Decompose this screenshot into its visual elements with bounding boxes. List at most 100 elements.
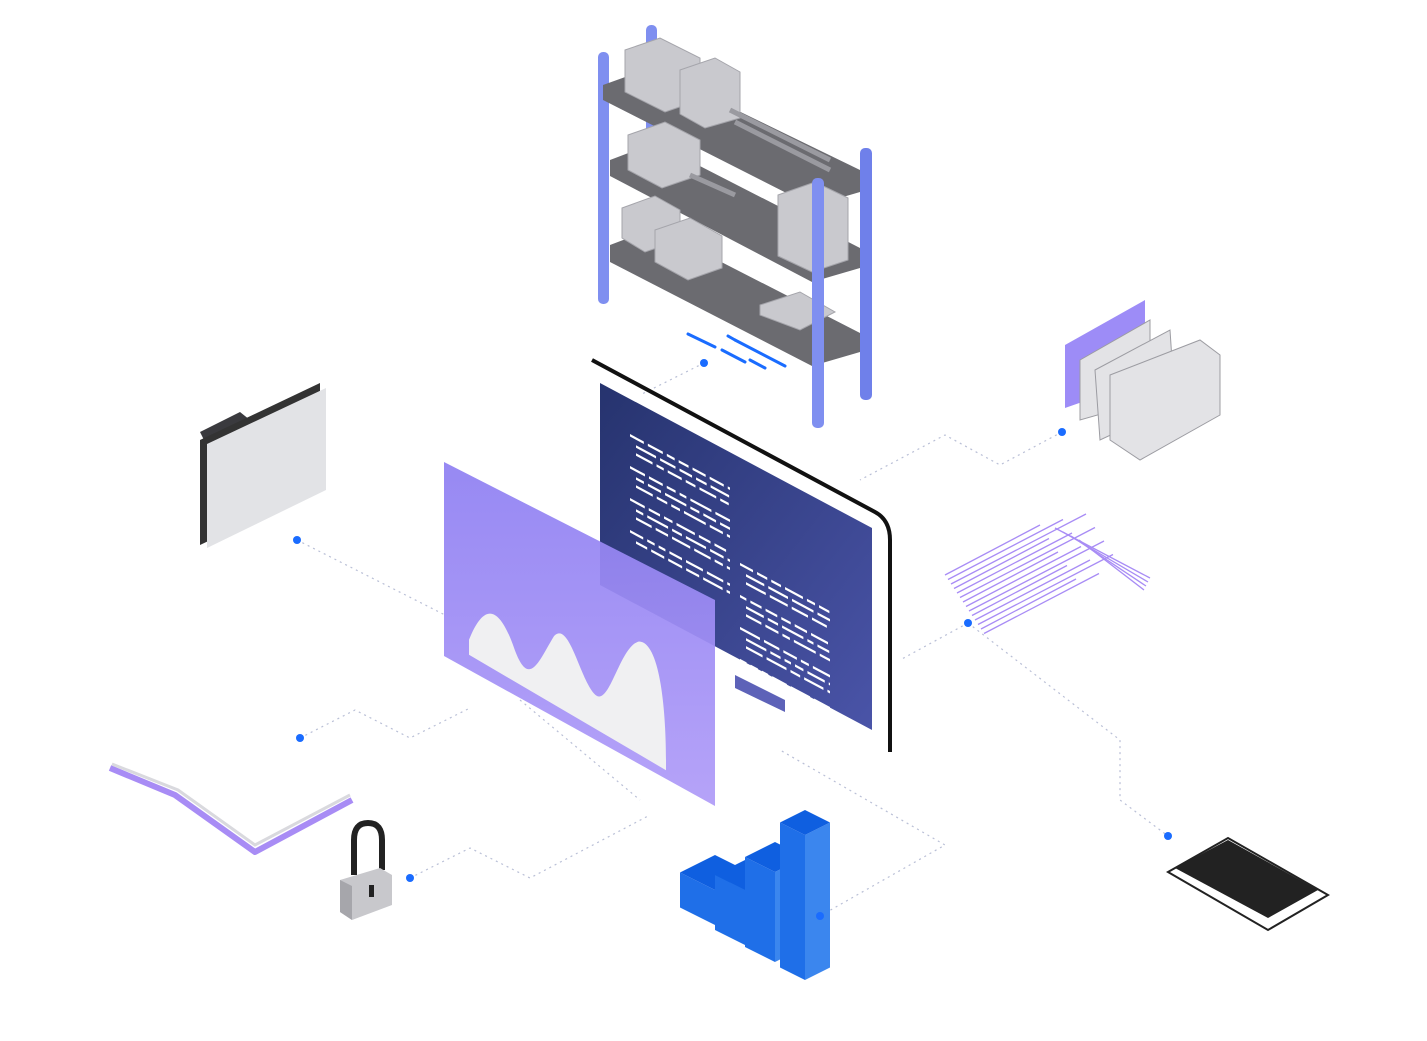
lock-icon bbox=[340, 819, 392, 920]
code-line bbox=[746, 582, 766, 596]
document-line bbox=[983, 572, 1100, 635]
code-line bbox=[812, 665, 830, 678]
code-line bbox=[636, 517, 652, 529]
code-line bbox=[690, 506, 700, 514]
code-line bbox=[686, 560, 703, 572]
code-line bbox=[792, 598, 814, 613]
code-line bbox=[669, 551, 683, 561]
code-line bbox=[636, 509, 644, 516]
code-line bbox=[757, 572, 768, 580]
code-line bbox=[750, 600, 762, 609]
book-icon bbox=[108, 762, 354, 855]
code-line bbox=[709, 476, 724, 487]
code-line bbox=[783, 650, 797, 660]
code-line bbox=[672, 528, 682, 537]
code-line bbox=[746, 646, 763, 658]
chart-panel-icon bbox=[444, 462, 715, 806]
code-line bbox=[767, 617, 779, 626]
code-line bbox=[665, 492, 687, 507]
code-line bbox=[790, 669, 801, 678]
document-icon bbox=[944, 513, 1151, 635]
code-line bbox=[630, 434, 644, 444]
code-line bbox=[811, 617, 827, 628]
code-line bbox=[648, 508, 661, 517]
code-line bbox=[750, 664, 758, 671]
document-line bbox=[959, 526, 1096, 599]
document-line bbox=[965, 545, 1082, 608]
code-line bbox=[763, 639, 780, 651]
code-line bbox=[651, 549, 665, 559]
code-line bbox=[787, 692, 798, 701]
code-line bbox=[710, 548, 724, 559]
code-line bbox=[791, 606, 808, 618]
code-line bbox=[694, 548, 711, 560]
code-line bbox=[648, 476, 663, 487]
code-line bbox=[771, 579, 782, 588]
document-line bbox=[1070, 535, 1147, 587]
code-line bbox=[794, 664, 804, 672]
code-line bbox=[817, 644, 830, 654]
code-line bbox=[782, 633, 790, 641]
code-line bbox=[817, 612, 830, 622]
code-line bbox=[668, 558, 683, 569]
code-line bbox=[765, 608, 778, 618]
code-line bbox=[807, 638, 814, 645]
code-line bbox=[709, 524, 723, 535]
code-line bbox=[636, 445, 657, 459]
code-line bbox=[746, 670, 755, 678]
bar bbox=[780, 810, 830, 980]
tablet-icon bbox=[1165, 836, 1331, 932]
document-line bbox=[953, 537, 1050, 590]
code-line bbox=[807, 670, 825, 683]
code-line bbox=[698, 534, 711, 544]
code-line bbox=[630, 530, 644, 540]
code-line bbox=[819, 709, 827, 716]
document-line bbox=[974, 559, 1091, 621]
code-line bbox=[769, 594, 788, 607]
code-line bbox=[703, 513, 717, 523]
code-line bbox=[666, 485, 676, 493]
code-line bbox=[660, 458, 676, 469]
code-line bbox=[720, 498, 729, 506]
code-line bbox=[804, 677, 824, 691]
file-stack-icon bbox=[1065, 300, 1221, 461]
code-line bbox=[636, 541, 648, 550]
code-line bbox=[814, 698, 830, 710]
code-line bbox=[740, 626, 760, 641]
bar-chart-icon bbox=[680, 810, 830, 980]
code-line bbox=[740, 594, 747, 601]
document-line bbox=[977, 553, 1114, 626]
code-line bbox=[647, 539, 655, 546]
code-line bbox=[746, 638, 767, 652]
code-line bbox=[800, 659, 809, 667]
code-line bbox=[740, 562, 754, 573]
code-line bbox=[671, 504, 680, 512]
code-line bbox=[676, 522, 695, 536]
code-line bbox=[685, 479, 696, 488]
code-line bbox=[636, 477, 644, 485]
code-line bbox=[720, 522, 730, 531]
code-line bbox=[647, 443, 663, 455]
code-line bbox=[685, 535, 707, 550]
code-line bbox=[765, 624, 779, 634]
code-line bbox=[766, 657, 787, 671]
folder-icon bbox=[200, 383, 326, 548]
document-line bbox=[950, 513, 1087, 585]
code-line bbox=[647, 515, 669, 529]
code-line bbox=[726, 565, 731, 571]
code-line bbox=[726, 589, 730, 595]
document-line bbox=[971, 564, 1068, 617]
document-line bbox=[980, 578, 1077, 630]
monitor-icon bbox=[591, 358, 892, 752]
code-line bbox=[819, 605, 830, 614]
document-line bbox=[956, 532, 1073, 594]
code-line bbox=[727, 486, 731, 491]
code-line bbox=[828, 682, 831, 686]
code-line bbox=[801, 699, 816, 710]
code-line bbox=[790, 686, 811, 699]
code-line bbox=[727, 582, 731, 587]
code-line bbox=[714, 559, 723, 567]
code-line bbox=[819, 653, 830, 662]
code-line bbox=[686, 568, 700, 578]
